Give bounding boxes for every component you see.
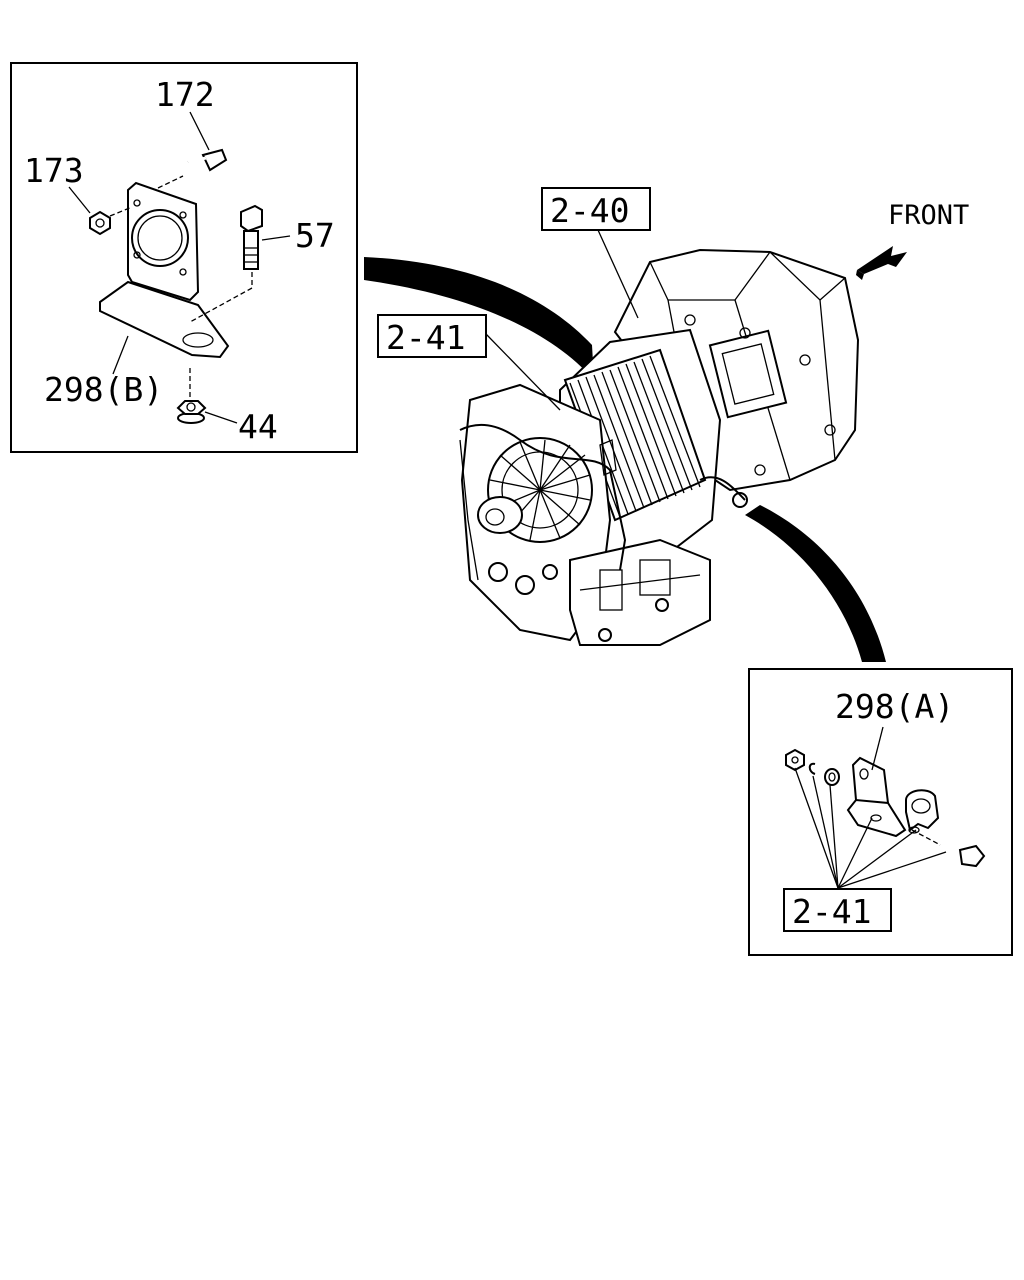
washer-icon (824, 768, 840, 786)
bolt-icon (911, 829, 986, 868)
transmission-icon (459, 248, 860, 646)
detail-box-right: 298(A) 2-41 (748, 668, 1013, 956)
curved-arrow-left-icon (364, 257, 594, 380)
label-172: 172 (155, 75, 215, 114)
curved-arrow-right-icon (745, 505, 886, 662)
bracket-298b-icon (99, 181, 230, 359)
label-2-41-detail: 2-41 (792, 892, 871, 931)
label-173: 173 (24, 151, 84, 190)
clip-icon (905, 789, 940, 834)
detail-box-left: 172 173 57 298(B) 44 (10, 62, 358, 453)
bolt-57-icon (189, 204, 263, 323)
label-2-41-main: 2-41 (386, 318, 465, 357)
label-298a: 298(A) (835, 687, 954, 726)
label-44: 44 (238, 407, 278, 446)
callout-2-41-main: 2-41 (377, 314, 561, 411)
label-298b: 298(B) (44, 370, 163, 409)
nut-173-icon (89, 206, 133, 236)
callout-2-40: 2-40 (541, 187, 651, 319)
bracket-298a-icon (846, 756, 907, 838)
front-arrow-icon (856, 246, 907, 280)
lock-washer-icon (808, 762, 816, 775)
bolt-172-icon (157, 148, 228, 189)
label-front: FRONT (888, 200, 969, 231)
nut-icon (785, 748, 805, 772)
label-2-40: 2-40 (550, 191, 629, 230)
label-57: 57 (295, 216, 335, 255)
nut-44-icon (176, 368, 207, 424)
